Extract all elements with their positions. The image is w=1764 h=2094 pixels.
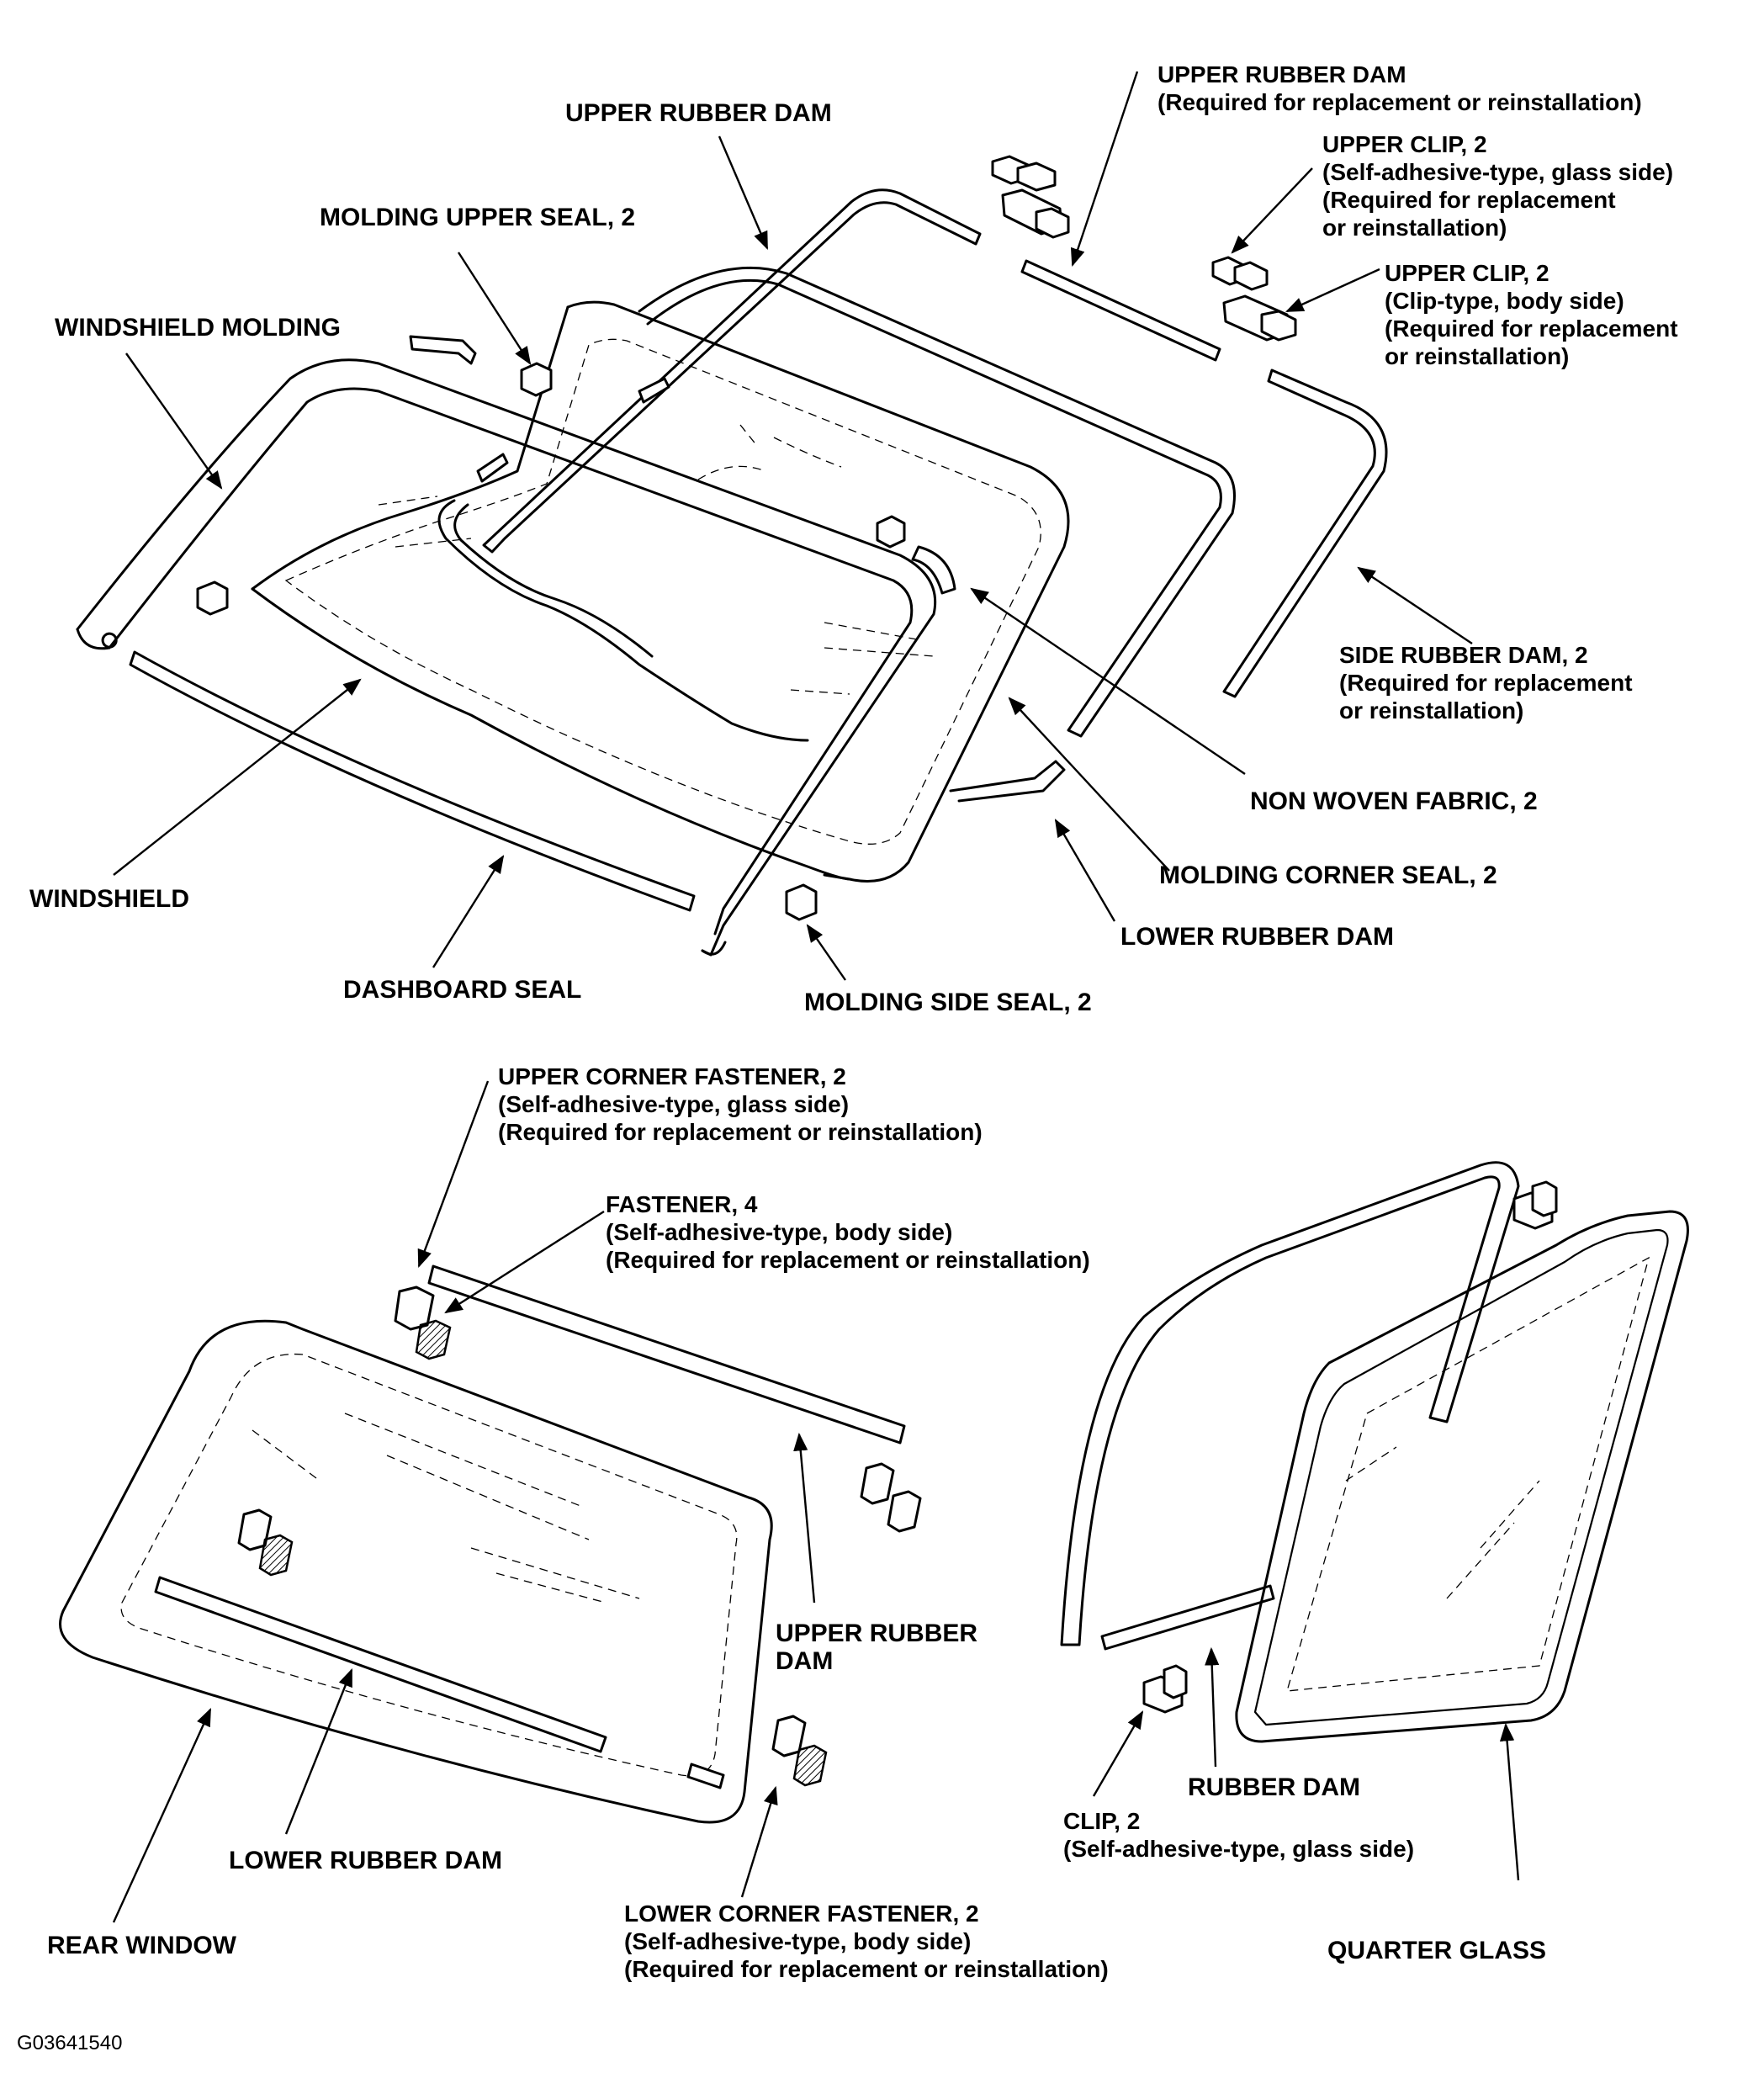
label-line: (Required for replacement or reinstallat… <box>1157 89 1642 115</box>
label-upper-rubber-dam-rear: UPPER RUBBER DAM <box>776 1620 977 1675</box>
label-line: WINDSHIELD <box>29 885 189 913</box>
label-line: UPPER RUBBER DAM <box>565 99 832 127</box>
label-line: (Self-adhesive-type, body side) <box>624 1928 972 1954</box>
label-line: MOLDING CORNER SEAL, 2 <box>1159 861 1497 889</box>
label-line: DAM <box>776 1647 834 1675</box>
label-line: DASHBOARD SEAL <box>343 976 582 1004</box>
side-rubber-dam <box>1222 368 1388 698</box>
windshield-glass <box>251 300 1070 883</box>
label-upper-clip-body-side: UPPER CLIP, 2 (Clip-type, body side) (Re… <box>1385 259 1678 370</box>
label-molding-upper-seal: MOLDING UPPER SEAL, 2 <box>320 204 635 231</box>
label-line: (Required for replacement or reinstallat… <box>606 1247 1090 1273</box>
label-non-woven-fabric: NON WOVEN FABRIC, 2 <box>1250 787 1538 815</box>
label-line: RUBBER DAM <box>1188 1773 1360 1801</box>
label-line: UPPER RUBBER DAM <box>1157 61 1406 87</box>
label-line: UPPER CLIP, 2 <box>1322 131 1487 157</box>
label-line: (Required for replacement <box>1322 187 1616 213</box>
molding-corner-seal-block <box>876 515 906 549</box>
label-line: (Required for replacement or reinstallat… <box>624 1956 1109 1982</box>
leader-lines <box>112 71 1520 1923</box>
label-line: LOWER RUBBER DAM <box>1120 923 1394 951</box>
label-upper-rubber-dam-right: UPPER RUBBER DAM (Required for replaceme… <box>1157 61 1642 116</box>
label-dashboard-seal: DASHBOARD SEAL <box>343 976 581 1004</box>
label-line: or reinstallation) <box>1322 215 1507 241</box>
label-quarter-glass: QUARTER GLASS <box>1327 1937 1546 1964</box>
label-line: NON WOVEN FABRIC, 2 <box>1250 787 1538 815</box>
rear-window-glass <box>59 1319 773 1824</box>
label-line: UPPER CLIP, 2 <box>1385 260 1549 286</box>
dam-small-block-left <box>196 580 229 616</box>
label-line: MOLDING SIDE SEAL, 2 <box>804 989 1092 1016</box>
quarter-clip-top <box>1512 1180 1558 1230</box>
label-line: (Self-adhesive-type, glass side) <box>1063 1836 1415 1862</box>
label-upper-rubber-dam-top: UPPER RUBBER DAM <box>565 99 832 127</box>
dam-small-strip-top <box>409 335 477 365</box>
lower-corner-fastener-right <box>771 1715 828 1787</box>
label-lower-rubber-dam-rear: LOWER RUBBER DAM <box>229 1847 502 1874</box>
label-line: MOLDING UPPER SEAL, 2 <box>320 204 636 231</box>
quarter-rubber-dam <box>1060 1161 1520 1646</box>
label-line: (Required for replacement <box>1385 315 1678 342</box>
upper-clip-body-side <box>1211 256 1297 342</box>
label-line: FASTENER, 4 <box>606 1191 758 1217</box>
label-lower-corner-fastener: LOWER CORNER FASTENER, 2 (Self-adhesive-… <box>624 1900 1109 1983</box>
fastener-left-mid <box>237 1508 294 1577</box>
quarter-clip-bottom <box>1142 1664 1188 1714</box>
label-line: (Self-adhesive-type, glass side) <box>498 1091 850 1117</box>
molding-side-seal-block <box>785 883 818 921</box>
label-line: WINDSHIELD MOLDING <box>55 314 341 342</box>
label-line: (Self-adhesive-type, glass side) <box>1322 159 1674 185</box>
lower-rubber-dam-rear <box>154 1576 607 1753</box>
label-windshield: WINDSHIELD <box>29 885 189 913</box>
label-fastener: FASTENER, 4 (Self-adhesive-type, body si… <box>606 1190 1090 1274</box>
label-clip: CLIP, 2 (Self-adhesive-type, glass side) <box>1063 1807 1414 1863</box>
label-side-rubber-dam: SIDE RUBBER DAM, 2 (Required for replace… <box>1339 641 1633 724</box>
fastener-right-top <box>860 1462 922 1533</box>
label-line: (Required for replacement <box>1339 670 1633 696</box>
upper-rubber-dam-strip <box>1020 259 1221 362</box>
label-lower-rubber-dam-front: LOWER RUBBER DAM <box>1120 923 1394 951</box>
label-line: CLIP, 2 <box>1063 1808 1141 1834</box>
label-line: or reinstallation) <box>1339 697 1524 724</box>
upper-rubber-dam-rear <box>427 1264 906 1445</box>
upper-corner-fastener-left <box>394 1286 452 1360</box>
quarter-rubber-dam-lower-strip <box>1100 1584 1275 1651</box>
upper-clip-glass-side-top <box>991 155 1070 239</box>
label-line: (Required for replacement or reinstallat… <box>498 1119 983 1145</box>
dam-small-strip-left <box>476 453 509 483</box>
quarter-glass-panel <box>1235 1210 1689 1743</box>
label-rear-window: REAR WINDOW <box>47 1932 236 1959</box>
label-molding-corner-seal: MOLDING CORNER SEAL, 2 <box>1159 861 1497 889</box>
label-line: SIDE RUBBER DAM, 2 <box>1339 642 1588 668</box>
lower-rubber-dam-front <box>949 760 1066 803</box>
upper-rubber-dam-frame <box>482 188 1236 738</box>
figure-code: G03641540 <box>17 2032 123 2054</box>
label-line: (Self-adhesive-type, body side) <box>606 1219 953 1245</box>
label-line: (Clip-type, body side) <box>1385 288 1624 314</box>
windshield-molding <box>76 358 937 957</box>
label-line: UPPER CORNER FASTENER, 2 <box>498 1063 846 1089</box>
dashboard-seal <box>129 650 696 912</box>
molding-upper-seal-block <box>520 362 553 397</box>
lower-dam-end-stub <box>686 1763 725 1789</box>
non-woven-fabric-center <box>437 499 809 742</box>
label-upper-corner-fastener: UPPER CORNER FASTENER, 2 (Self-adhesive-… <box>498 1063 983 1146</box>
dam-small-strip-mid <box>638 377 670 404</box>
label-line: LOWER RUBBER DAM <box>229 1847 502 1874</box>
label-line: REAR WINDOW <box>47 1932 236 1959</box>
non-woven-fabric-side <box>911 545 956 595</box>
label-line: QUARTER GLASS <box>1327 1937 1547 1964</box>
label-line: UPPER RUBBER <box>776 1620 978 1647</box>
label-windshield-molding: WINDSHIELD MOLDING <box>55 314 341 342</box>
label-line: or reinstallation) <box>1385 343 1570 369</box>
label-line: LOWER CORNER FASTENER, 2 <box>624 1901 979 1927</box>
label-rubber-dam: RUBBER DAM <box>1188 1773 1360 1801</box>
label-upper-clip-glass-side: UPPER CLIP, 2 (Self-adhesive-type, glass… <box>1322 130 1673 241</box>
label-molding-side-seal: MOLDING SIDE SEAL, 2 <box>804 989 1092 1016</box>
